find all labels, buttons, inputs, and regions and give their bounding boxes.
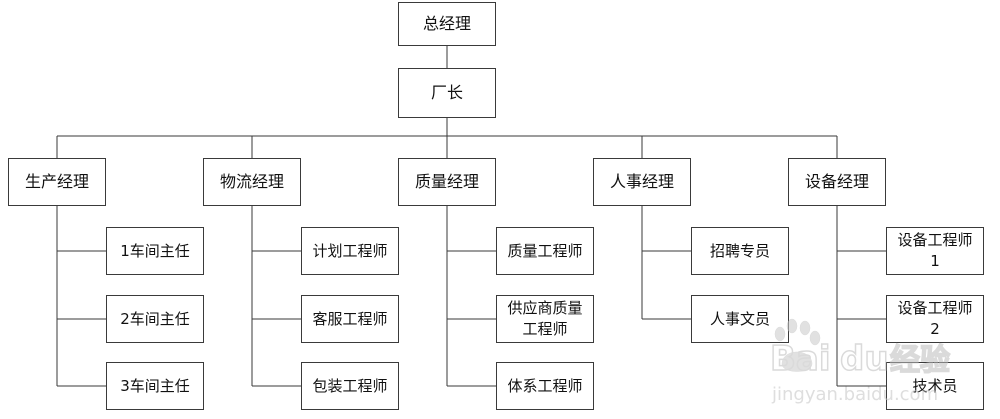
- org-node-manager: 人事经理: [593, 158, 691, 206]
- org-node-manager: 物流经理: [203, 158, 301, 206]
- org-node-report: 技术员: [886, 362, 984, 410]
- org-node-report: 计划工程师: [301, 227, 399, 275]
- svg-text:jingyan.baidu.com: jingyan.baidu.com: [771, 384, 938, 405]
- org-node-report: 设备工程师 2: [886, 295, 984, 343]
- org-node-report: 体系工程师: [496, 362, 594, 410]
- org-node-plant-manager: 厂长: [398, 68, 496, 118]
- org-node-general-manager: 总经理: [398, 2, 496, 46]
- org-node-manager: 设备经理: [788, 158, 886, 206]
- svg-text:经验: 经验: [890, 343, 950, 378]
- org-node-report: 人事文员: [691, 295, 789, 343]
- org-node-report: 客服工程师: [301, 295, 399, 343]
- org-node-report: 质量工程师: [496, 227, 594, 275]
- org-node-manager: 质量经理: [398, 158, 496, 206]
- org-node-manager: 生产经理: [8, 158, 106, 206]
- svg-text:Bai: Bai: [770, 339, 831, 379]
- org-node-report: 招聘专员: [691, 227, 789, 275]
- org-node-report: 包装工程师: [301, 362, 399, 410]
- org-node-report: 设备工程师 1: [886, 227, 984, 275]
- org-node-report: 3车间主任: [106, 362, 204, 410]
- org-node-report: 2车间主任: [106, 295, 204, 343]
- svg-text:du: du: [840, 339, 889, 379]
- baidu-jingyan-watermark-logo: Bai du 经验 jingyan.baidu.com: [769, 318, 951, 405]
- org-node-report: 供应商质量 工程师: [496, 295, 594, 343]
- org-node-report: 1车间主任: [106, 227, 204, 275]
